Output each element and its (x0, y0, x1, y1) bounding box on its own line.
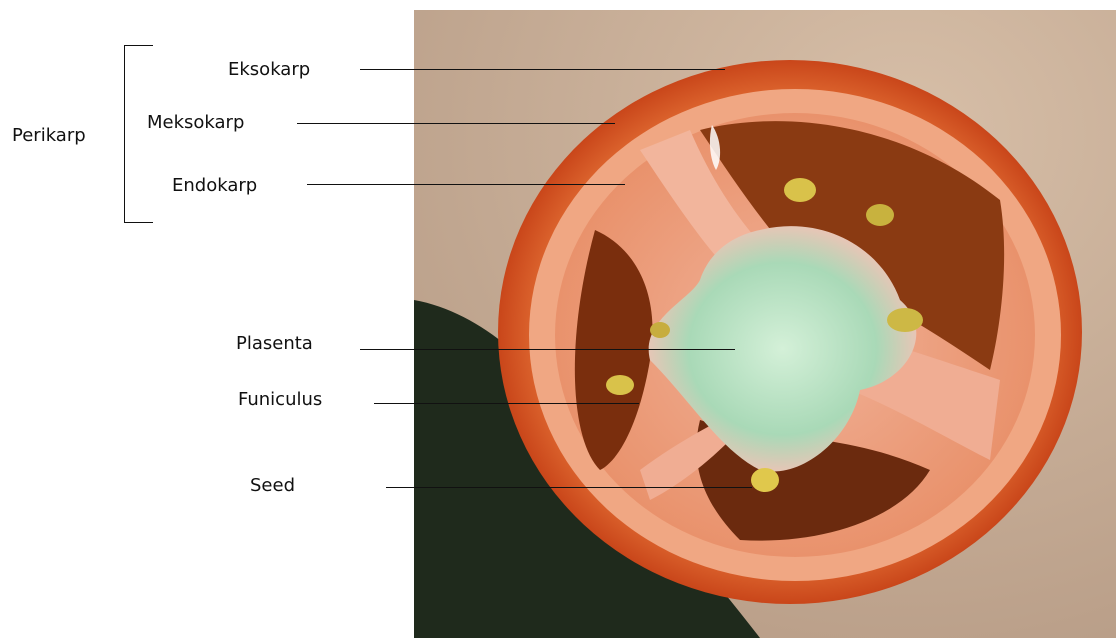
seed-shape-2 (866, 204, 894, 226)
leader-plasenta (360, 349, 735, 350)
label-meksokarp: Meksokarp (147, 112, 244, 134)
leader-meksokarp (297, 123, 615, 124)
label-endokarp: Endokarp (172, 175, 257, 197)
seed-shape-4 (606, 375, 634, 395)
label-eksokarp: Eksokarp (228, 59, 310, 81)
label-funiculus: Funiculus (238, 389, 322, 411)
label-plasenta: Plasenta (236, 333, 313, 355)
seed-shape-1 (784, 178, 816, 202)
leader-eksokarp (360, 69, 725, 70)
label-perikarp: Perikarp (12, 125, 86, 147)
leader-seed (386, 487, 752, 488)
seed-shape-5 (751, 468, 779, 492)
leader-endokarp (307, 184, 625, 185)
seed-shape-3 (887, 308, 923, 332)
label-seed: Seed (250, 475, 295, 497)
leader-funiculus (374, 403, 639, 404)
perikarp-bracket (124, 45, 153, 223)
